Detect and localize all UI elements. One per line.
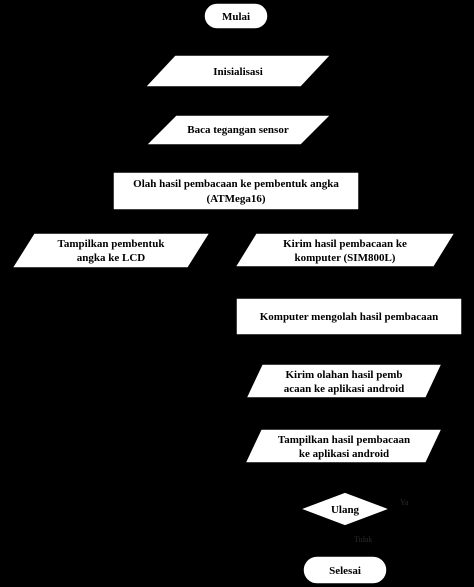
- show-app-io: Tampilkan hasil pembacaan ke aplikasi an…: [243, 428, 444, 464]
- repeat-decision: Ulang: [297, 491, 393, 527]
- send-app-label-line1: Kirim olahan hasil pemb: [285, 369, 402, 381]
- lcd-label-line2: angka ke LCD: [77, 252, 146, 264]
- send-computer-label-line1: Kirim hasil pembacaan ke: [283, 238, 407, 250]
- start-label: Mulai: [222, 11, 250, 23]
- process-label-line2: (ATMega16): [206, 193, 265, 205]
- computer-process-box: Komputer mengolah hasil pembacaan: [235, 297, 463, 336]
- start-terminator: Mulai: [203, 2, 269, 30]
- init-label: Inisialisasi: [213, 66, 263, 78]
- computer-process-label: Komputer mengolah hasil pembacaan: [260, 311, 439, 323]
- show-app-label-line1: Tampilkan hasil pembacaan: [278, 434, 410, 446]
- read-voltage-label: Baca tegangan sensor: [187, 124, 289, 136]
- send-app-io: Kirim olahan hasil pemb acaan ke aplikas…: [244, 363, 444, 399]
- yes-label: Ya: [400, 498, 409, 507]
- process-label-line1: Olah hasil pembacaan ke pembentuk angka: [133, 178, 339, 190]
- lcd-io: Tampilkan pembentuk angka ke LCD: [10, 232, 212, 269]
- lcd-label-line1: Tampilkan pembentuk: [58, 238, 166, 250]
- end-terminator: Selesai: [302, 555, 388, 585]
- split-line: [110, 209, 356, 230]
- lcd-join-line: [110, 268, 345, 479]
- read-voltage-io: Baca tegangan sensor: [144, 114, 333, 146]
- send-computer-io: Kirim hasil pembacaan ke komputer (SIM80…: [233, 232, 457, 268]
- connectors: [107, 29, 463, 555]
- decision-label: Ulang: [331, 504, 360, 516]
- no-label: Tidak: [354, 535, 372, 544]
- show-app-label-line2: ke aplikasi android: [299, 448, 389, 460]
- send-computer-label-line2: komputer (SIM800L): [295, 252, 396, 264]
- end-label: Selesai: [329, 565, 361, 577]
- send-app-label-line2: acaan ke aplikasi android: [284, 383, 405, 395]
- process-box: Olah hasil pembacaan ke pembentuk angka …: [112, 171, 360, 211]
- init-io: Inisialisasi: [143, 54, 333, 88]
